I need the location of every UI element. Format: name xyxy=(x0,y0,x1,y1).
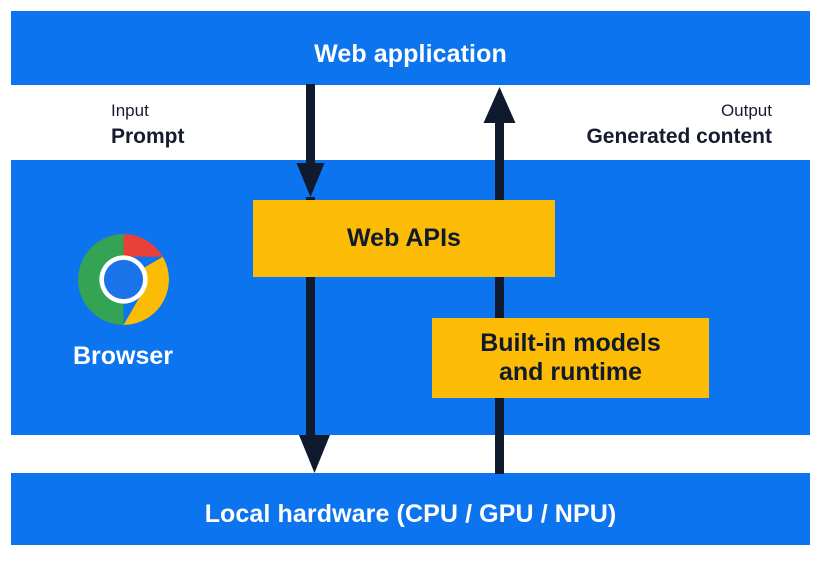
flow-label-output: Output Generated content xyxy=(586,101,772,149)
built-in-models-line1: Built-in models xyxy=(480,328,661,357)
web-application-label: Web application xyxy=(314,40,507,68)
local-hardware-label: Local hardware (CPU / GPU / NPU) xyxy=(204,500,617,528)
flow-label-input: Input Prompt xyxy=(111,101,185,149)
output-kind-label: Output xyxy=(720,101,772,120)
input-arrow-upper xyxy=(296,84,325,197)
input-arrow-lower xyxy=(299,197,330,473)
layer-local-hardware: Local hardware (CPU / GPU / NPU) xyxy=(11,473,810,545)
built-in-models-line2: and runtime xyxy=(498,358,643,386)
box-built-in-models[interactable]: Built-in models and runtime xyxy=(432,318,709,398)
layer-web-application: Web application xyxy=(11,11,810,85)
output-arrow xyxy=(483,87,516,474)
built-in-models-label: Built-in models and runtime xyxy=(480,329,661,388)
input-value-label: Prompt xyxy=(111,124,185,148)
browser-label: Browser xyxy=(72,342,174,370)
chrome-logo-icon xyxy=(78,234,169,325)
box-web-apis[interactable]: Web APIs xyxy=(253,200,555,277)
input-kind-label: Input xyxy=(111,101,149,120)
web-apis-label: Web APIs xyxy=(347,223,461,252)
output-value-label: Generated content xyxy=(586,124,772,148)
